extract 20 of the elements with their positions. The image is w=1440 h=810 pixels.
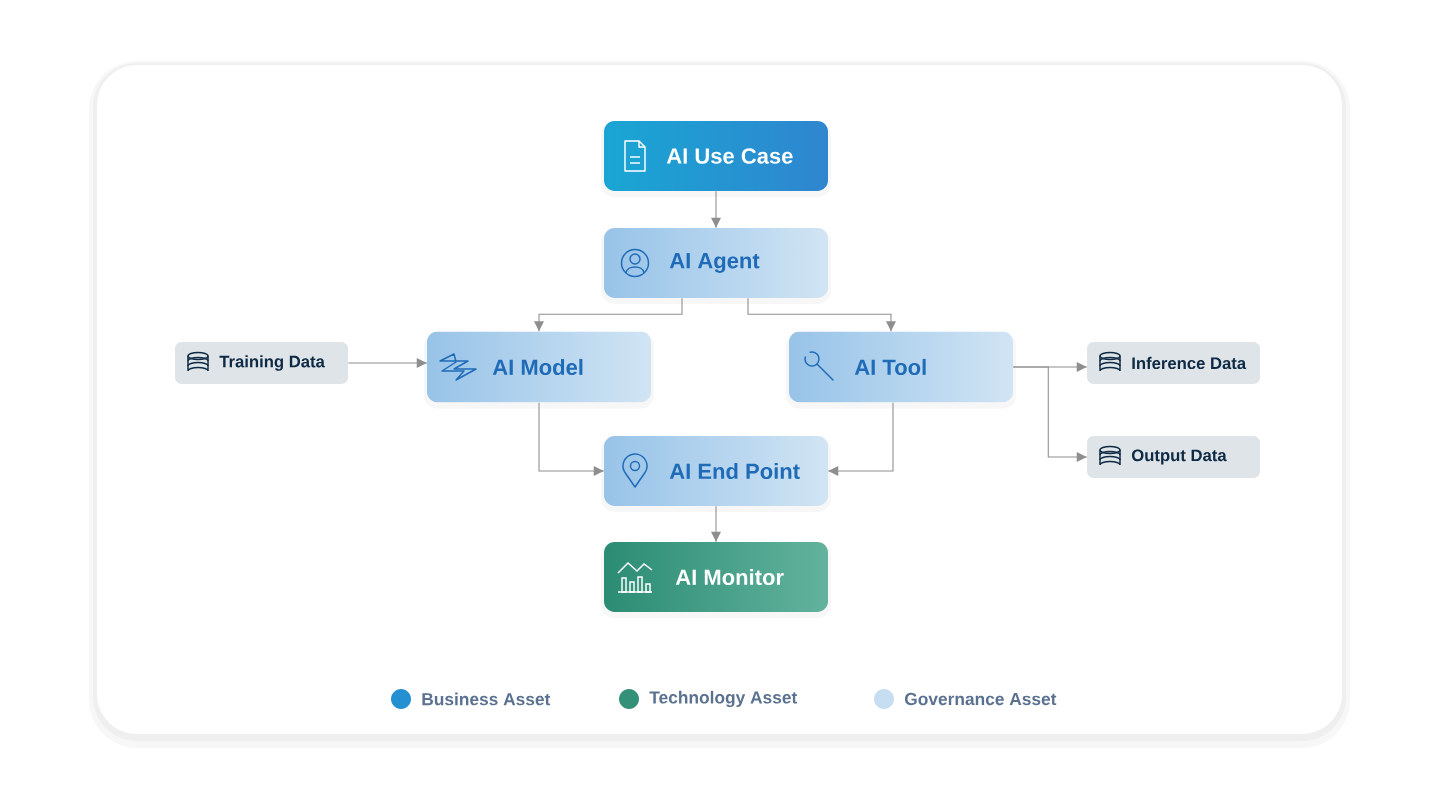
asset-box: AI Tool xyxy=(786,331,1016,409)
arrow xyxy=(1012,366,1088,462)
arrow xyxy=(711,190,721,229)
asset-box: AI Use Case xyxy=(601,121,831,197)
legend-label: Business Asset xyxy=(422,692,551,706)
arrow xyxy=(538,402,605,476)
asset-box: AI Agent xyxy=(601,228,831,304)
asset-box: AI End Point xyxy=(601,436,831,512)
data-box: Training Data xyxy=(175,342,348,384)
legend-label: Technology Asset xyxy=(649,690,798,708)
arrow xyxy=(347,358,428,368)
arrow xyxy=(711,505,721,543)
data-box: Inference Data xyxy=(1087,342,1260,384)
asset-box: AI Model xyxy=(424,331,654,409)
arrow xyxy=(534,297,683,332)
arrow xyxy=(827,402,894,476)
data-box: Output Data xyxy=(1087,436,1260,478)
asset-box: AI Monitor xyxy=(601,542,831,618)
arrow xyxy=(747,297,896,332)
legend-label: Governance Asset xyxy=(905,692,1057,706)
